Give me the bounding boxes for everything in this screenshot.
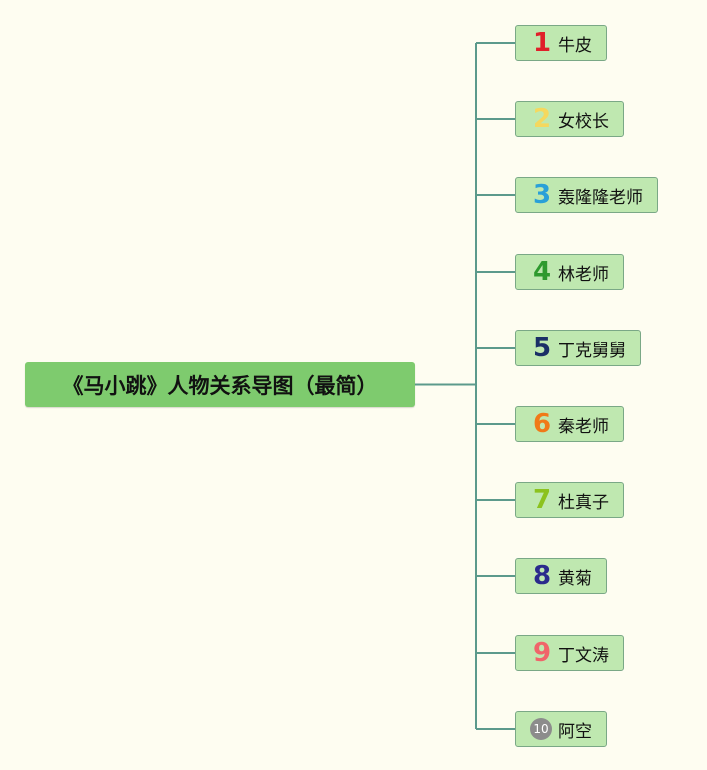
root-topic-label: 《马小跳》人物关系导图（最简） [62,373,378,398]
branch-topic-label: 丁克舅舅 [558,340,626,361]
number-4-icon: 4 [532,257,552,287]
branch-topic-9[interactable]: 9 丁文涛 [515,635,624,671]
branch-topic-4[interactable]: 4 林老师 [515,254,624,290]
branch-topic-1[interactable]: 1 牛皮 [515,25,607,61]
branch-topic-8[interactable]: 8 黄菊 [515,558,607,594]
number-8-icon: 8 [532,561,552,591]
branch-topic-label: 轰隆隆老师 [558,187,643,208]
branch-topic-label: 黄菊 [558,568,592,589]
number-6-icon: 6 [532,409,552,439]
branch-topic-10[interactable]: 10 阿空 [515,711,607,747]
branch-topic-label: 阿空 [558,721,592,742]
branch-topic-2[interactable]: 2 女校长 [515,101,624,137]
branch-topic-3[interactable]: 3 轰隆隆老师 [515,177,658,213]
number-9-icon: 9 [532,638,552,668]
number-3-icon: 3 [532,180,552,210]
branch-topic-7[interactable]: 7 杜真子 [515,482,624,518]
branch-topic-label: 秦老师 [558,416,609,437]
number-7-icon: 7 [532,485,552,515]
branch-topic-label: 林老师 [558,264,609,285]
number-1-icon: 1 [532,28,552,58]
branch-topic-label: 杜真子 [558,492,609,513]
branch-topic-label: 女校长 [558,111,609,132]
branch-topic-label: 丁文涛 [558,645,609,666]
root-topic[interactable]: 《马小跳》人物关系导图（最简） [25,362,415,407]
number-10-icon: 10 [530,718,552,740]
branch-topic-label: 牛皮 [558,35,592,56]
number-5-icon: 5 [532,333,552,363]
branch-topic-5[interactable]: 5 丁克舅舅 [515,330,641,366]
number-2-icon: 2 [532,104,552,134]
branch-topic-6[interactable]: 6 秦老师 [515,406,624,442]
